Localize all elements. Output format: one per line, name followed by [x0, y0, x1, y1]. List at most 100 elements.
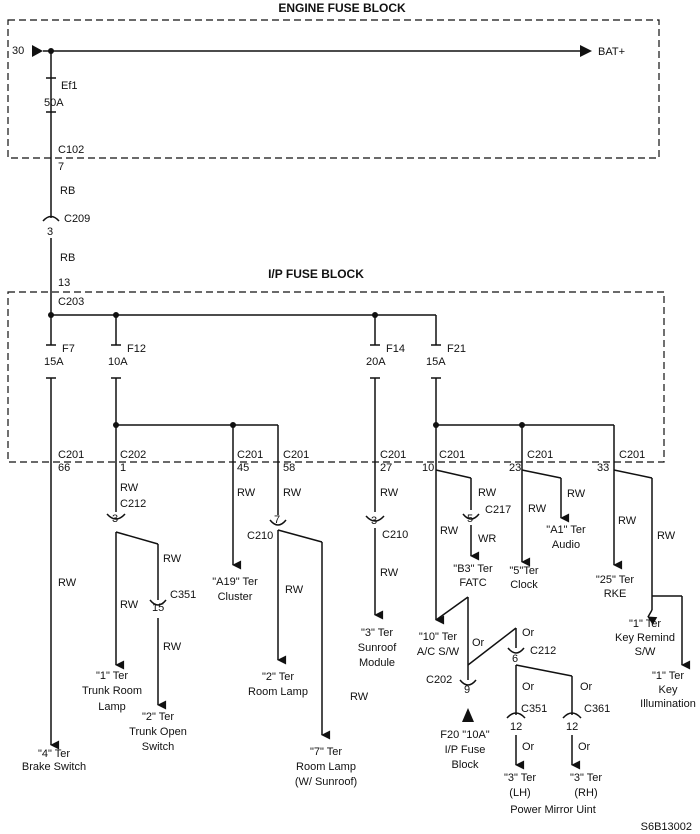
svg-text:Lamp: Lamp — [98, 701, 126, 713]
svg-text:12: 12 — [510, 721, 522, 733]
svg-text:C351: C351 — [170, 589, 196, 601]
ip-fuse-block-title: I/P FUSE BLOCK — [268, 267, 364, 281]
svg-text:Trunk Open: Trunk Open — [129, 726, 187, 738]
svg-text:C202: C202 — [120, 449, 146, 461]
svg-text:9: 9 — [464, 684, 470, 696]
svg-text:RW: RW — [380, 487, 399, 499]
svg-text:RW: RW — [528, 503, 547, 515]
bat-arrow — [580, 45, 592, 57]
svg-text:C201: C201 — [283, 449, 309, 461]
svg-text:(W/ Sunroof): (W/ Sunroof) — [295, 776, 357, 788]
svg-text:RW: RW — [120, 599, 139, 611]
svg-text:A/C S/W: A/C S/W — [417, 646, 460, 658]
svg-text:Key Remind: Key Remind — [615, 632, 675, 644]
svg-text:5: 5 — [467, 513, 473, 525]
svg-text:C201: C201 — [237, 449, 263, 461]
svg-text:10: 10 — [422, 462, 434, 474]
svg-text:6: 6 — [512, 653, 518, 665]
svg-text:RW: RW — [657, 530, 676, 542]
wire-rb-lower: RB — [60, 252, 75, 264]
svg-text:C361: C361 — [584, 703, 610, 715]
svg-text:Or: Or — [522, 627, 535, 639]
svg-text:45: 45 — [237, 462, 249, 474]
svg-text:RW: RW — [163, 553, 182, 565]
svg-text:Trunk Room: Trunk Room — [82, 685, 142, 697]
c203-pin: 13 — [58, 277, 70, 289]
svg-text:7: 7 — [274, 514, 280, 526]
svg-text:S/W: S/W — [635, 646, 656, 658]
svg-text:RW: RW — [163, 641, 182, 653]
svg-text:C217: C217 — [485, 504, 511, 516]
svg-text:Room Lamp: Room Lamp — [296, 761, 356, 773]
source-arrow — [32, 45, 43, 57]
c202-or-connector — [459, 679, 477, 686]
svg-text:Or: Or — [522, 741, 535, 753]
svg-text:3: 3 — [112, 513, 118, 525]
svg-text:RW: RW — [380, 567, 399, 579]
f14-rating: 20A — [366, 356, 386, 368]
svg-text:"10" Ter: "10" Ter — [419, 631, 458, 643]
svg-text:Or: Or — [580, 681, 593, 693]
svg-text:FATC: FATC — [459, 577, 486, 589]
svg-text:I/P Fuse: I/P Fuse — [445, 744, 486, 756]
c102-label: C102 — [58, 144, 84, 156]
svg-text:12: 12 — [566, 721, 578, 733]
svg-text:"3" Ter: "3" Ter — [504, 772, 536, 784]
svg-text:RW: RW — [58, 577, 77, 589]
c209-pin: 3 — [47, 226, 53, 238]
svg-text:"3" Ter: "3" Ter — [570, 772, 602, 784]
svg-text:58: 58 — [283, 462, 295, 474]
svg-text:Illumination: Illumination — [640, 698, 696, 710]
svg-text:Audio: Audio — [552, 539, 580, 551]
c209-connector — [42, 215, 60, 222]
svg-text:"2" Ter: "2" Ter — [142, 711, 174, 723]
svg-text:C201: C201 — [58, 449, 84, 461]
svg-text:C202: C202 — [426, 674, 452, 686]
svg-text:"5"Ter: "5"Ter — [509, 565, 539, 577]
c102-pin: 7 — [58, 161, 64, 173]
ip-fuse-block-box — [7, 291, 665, 463]
svg-text:Cluster: Cluster — [218, 591, 253, 603]
svg-text:RW: RW — [120, 482, 139, 494]
svg-text:1: 1 — [120, 462, 126, 474]
f12-name: F12 — [127, 343, 146, 355]
svg-text:RW: RW — [283, 487, 302, 499]
svg-text:"A1" Ter: "A1" Ter — [546, 524, 586, 536]
svg-text:"1" Ter: "1" Ter — [652, 670, 684, 682]
engine-fuse-block-box — [7, 19, 660, 159]
svg-text:"25" Ter: "25" Ter — [596, 574, 635, 586]
svg-text:C201: C201 — [619, 449, 645, 461]
svg-text:C212: C212 — [530, 645, 556, 657]
engine-fuse-block-title: ENGINE FUSE BLOCK — [278, 1, 406, 15]
svg-text:RW: RW — [350, 691, 369, 703]
svg-text:23: 23 — [509, 462, 521, 474]
svg-text:C212: C212 — [120, 498, 146, 510]
svg-text:RW: RW — [237, 487, 256, 499]
svg-text:RKE: RKE — [604, 588, 627, 600]
svg-text:"7" Ter: "7" Ter — [310, 746, 342, 758]
svg-text:Or: Or — [522, 681, 535, 693]
svg-text:WR: WR — [478, 533, 496, 545]
svg-text:"A19" Ter: "A19" Ter — [212, 576, 258, 588]
f14-name: F14 — [386, 343, 405, 355]
brake-load-l1: "4" Ter — [38, 748, 70, 760]
wire-rb-upper: RB — [60, 185, 75, 197]
svg-text:F20 "10A": F20 "10A" — [440, 729, 489, 741]
f21-rating: 15A — [426, 356, 446, 368]
source-terminal-label: 30 — [12, 45, 24, 57]
svg-text:Switch: Switch — [142, 741, 174, 753]
svg-text:C351: C351 — [521, 703, 547, 715]
svg-text:Key: Key — [659, 684, 678, 696]
svg-text:RW: RW — [285, 584, 304, 596]
svg-text:Block: Block — [452, 759, 479, 771]
svg-text:3: 3 — [371, 515, 377, 527]
c209-label: C209 — [64, 213, 90, 225]
svg-text:C201: C201 — [380, 449, 406, 461]
svg-text:"B3" Ter: "B3" Ter — [453, 563, 493, 575]
svg-text:Sunroof: Sunroof — [358, 642, 397, 654]
svg-text:RW: RW — [478, 487, 497, 499]
f12-rating: 10A — [108, 356, 128, 368]
f21-name: F21 — [447, 343, 466, 355]
svg-text:Or: Or — [578, 741, 591, 753]
svg-text:"2" Ter: "2" Ter — [262, 671, 294, 683]
